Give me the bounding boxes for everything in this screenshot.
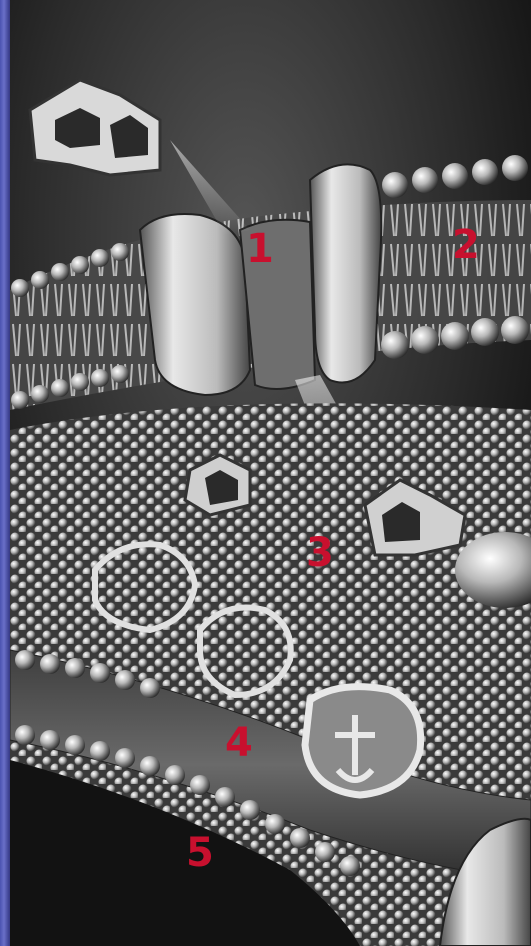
label-3: 3	[306, 530, 334, 576]
cell-membrane-illustration: 1 2 3 4 5	[10, 0, 531, 946]
membrane-diagram: 1 2 3 4 5	[10, 0, 531, 946]
label-4: 4	[225, 720, 253, 766]
label-1: 1	[246, 226, 274, 272]
label-2: 2	[452, 222, 480, 268]
label-5: 5	[186, 830, 214, 876]
